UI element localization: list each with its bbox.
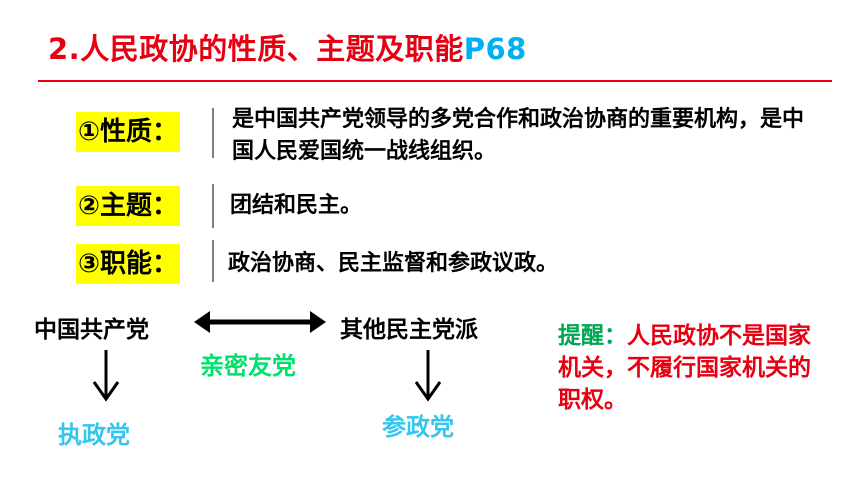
theme-divider [212, 184, 214, 228]
functions-divider [212, 240, 214, 282]
reminder-note: 提醒：人民政协不是国家机关，不履行国家机关的职权。 [558, 320, 826, 416]
nature-text: 是中国共产党领导的多党合作和政治协商的重要机构，是中国人民爱国统一战线组织。 [232, 107, 805, 164]
nature-divider [212, 108, 214, 158]
down-arrow-right-icon [414, 350, 442, 402]
functions-label: ③职能： [76, 244, 181, 284]
double-arrow-icon [194, 311, 326, 333]
nature-label: ①性质： [76, 112, 181, 152]
participating-party-label: 参政党 [382, 413, 454, 441]
functions-text: 政治协商、民主监督和参政议政。 [228, 251, 559, 276]
title-underline [38, 80, 832, 82]
cpc-node: 中国共产党 [34, 317, 149, 343]
title-text: 2.人民政协的性质、主题及职能 [48, 32, 464, 66]
down-arrow-left-icon [92, 350, 120, 402]
reminder-text: 人民政协不是国家机关，不履行国家机关的职权。 [558, 323, 811, 413]
theme-label: ②主题： [76, 186, 181, 226]
reminder-lead: 提醒： [558, 323, 627, 349]
page-title: 2.人民政协的性质、主题及职能P68 [48, 26, 527, 68]
ruling-party-label: 执政党 [58, 421, 130, 449]
theme-text: 团结和民主。 [230, 193, 363, 218]
democratic-parties-node: 其他民主党派 [340, 317, 478, 343]
relation-label: 亲密友党 [200, 352, 296, 380]
page-reference: P68 [463, 32, 527, 66]
